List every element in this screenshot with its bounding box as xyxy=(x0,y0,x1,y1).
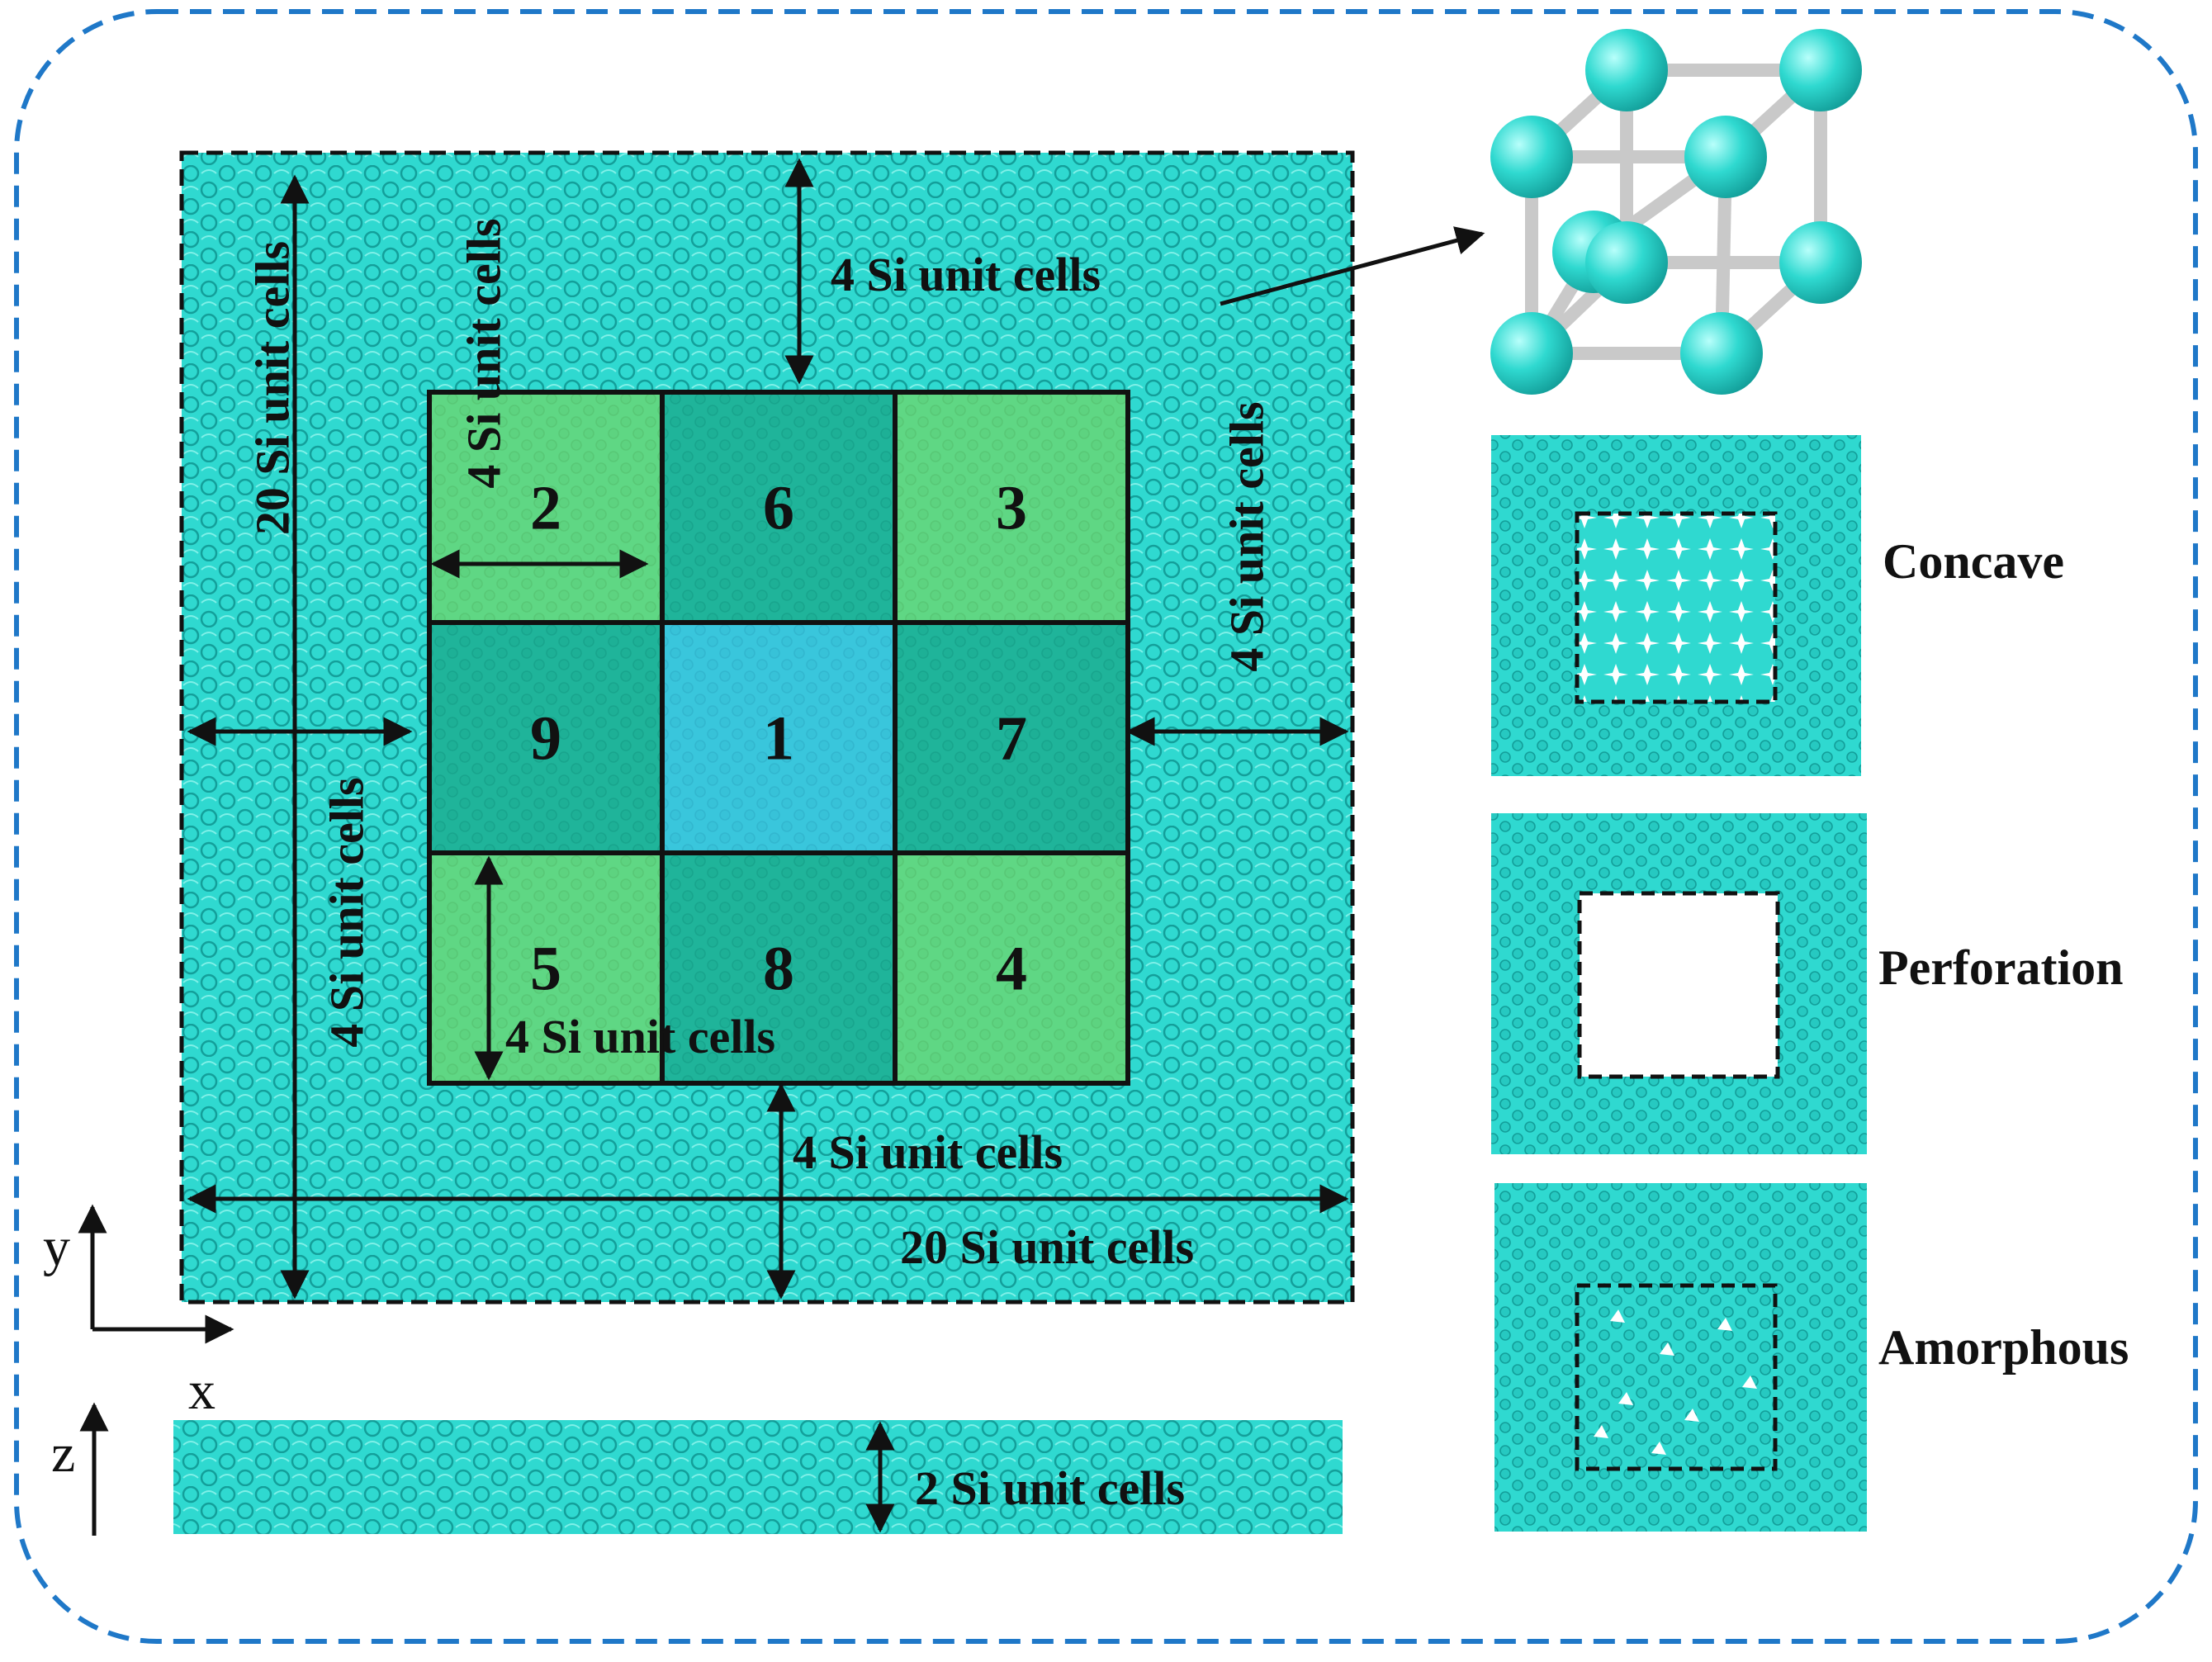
amorphous-void xyxy=(1651,1442,1666,1455)
unit-cell-atom xyxy=(1684,116,1767,198)
region-label-5: 5 xyxy=(530,935,561,1004)
region-label-1: 1 xyxy=(763,704,794,774)
region-label-6: 6 xyxy=(763,474,794,543)
region-label-8: 8 xyxy=(763,935,794,1004)
side-view-slab xyxy=(173,1420,1343,1534)
unit-cell-atom xyxy=(1680,312,1763,395)
amorphous-void xyxy=(1660,1342,1674,1356)
right-gap-label: 4 Si unit cells xyxy=(1220,401,1274,671)
unit-cell-atom xyxy=(1585,29,1668,111)
amorphous-label: Amorphous xyxy=(1878,1320,2129,1375)
perforation-defect-outline xyxy=(1577,891,1780,1079)
unit-cell-atom xyxy=(1779,29,1862,111)
left-gap-label: 4 Si unit cells xyxy=(320,777,374,1047)
amorphous-void xyxy=(1618,1392,1633,1405)
region-texture-4 xyxy=(895,853,1128,1083)
amorphous-void xyxy=(1594,1425,1608,1438)
region-grid: 2 6 3 9 1 7 5 8 4 xyxy=(427,390,1130,1086)
top-gap-label: 4 Si unit cells xyxy=(831,248,1101,301)
region-texture-3 xyxy=(895,392,1128,623)
amorphous-void xyxy=(1684,1409,1699,1422)
region-label-9: 9 xyxy=(530,704,561,774)
cell-width-label: 4 Si unit cells xyxy=(457,218,511,488)
amorphous-defect-region xyxy=(1577,1286,1775,1469)
y-axis-label: y xyxy=(43,1217,70,1277)
region-texture-5 xyxy=(429,853,662,1083)
concave-defect-outline xyxy=(1575,511,1778,704)
amorphous-void xyxy=(1610,1309,1625,1323)
x-axis-label: x xyxy=(188,1361,216,1421)
amorphous-defect-outline xyxy=(1575,1283,1778,1471)
concave-label: Concave xyxy=(1883,534,2064,589)
region-texture-8 xyxy=(662,853,895,1083)
region-label-2: 2 xyxy=(530,474,561,543)
total-height-label: 20 Si unit cells xyxy=(246,241,300,535)
bottom-gap-label: 4 Si unit cells xyxy=(793,1125,1063,1179)
amorphous-void xyxy=(1742,1376,1757,1389)
unit-cell-atom xyxy=(1779,221,1862,304)
dimension-arrows xyxy=(187,158,1485,1300)
region-label-3: 3 xyxy=(996,474,1027,543)
xy-axes xyxy=(78,1204,234,1344)
region-label-7: 7 xyxy=(996,704,1027,774)
dimension-labels: 4 Si unit cells 20 Si unit cells 4 Si un… xyxy=(246,218,1274,1274)
total-width-label: 20 Si unit cells xyxy=(900,1220,1194,1274)
amorphous-void xyxy=(1717,1318,1732,1331)
unit-cell-atom xyxy=(1585,221,1668,304)
region-texture-6 xyxy=(662,392,895,623)
silicon-plate-border xyxy=(179,150,1355,1305)
unit-cell-atom xyxy=(1490,312,1573,395)
thickness-label: 2 Si unit cells xyxy=(915,1461,1185,1515)
region-texture-7 xyxy=(895,623,1128,853)
cell-width-bottom-label: 4 Si unit cells xyxy=(505,1010,775,1063)
region-texture-1 xyxy=(662,623,895,853)
region-texture-2 xyxy=(429,392,662,623)
z-axis-label: z xyxy=(51,1423,75,1484)
outer-frame xyxy=(14,9,2198,1644)
concave-defect-region xyxy=(1577,514,1775,702)
perforation-label: Perforation xyxy=(1878,940,2124,995)
region-texture-9 xyxy=(429,623,662,853)
diamond-unit-cell xyxy=(1490,29,1862,395)
region-label-4: 4 xyxy=(996,935,1027,1004)
unit-cell-atom xyxy=(1490,116,1573,198)
unit-cell-pointer xyxy=(1220,226,1485,306)
perforation-defect-region xyxy=(1580,893,1778,1077)
